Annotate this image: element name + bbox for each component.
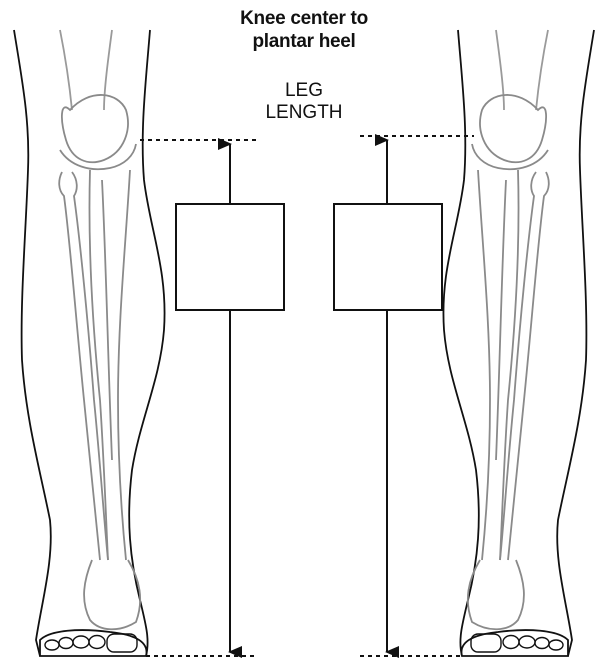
right-leg-illustration [443,30,594,656]
title-line-2: plantar heel [204,31,404,53]
left-leg-illustration [14,30,165,656]
measure-label-line-2: LENGTH [224,102,384,124]
measure-label-line-1: LEG [224,80,384,102]
right-tibia [478,170,519,560]
right-leg-outline-outer [557,30,594,656]
right-fibula [500,172,549,560]
title-line-1: Knee center to [204,8,404,30]
left-measurement-box[interactable] [176,204,284,310]
right-ankle [468,560,524,629]
left-tibia-plateau [60,144,136,169]
right-leg-outline-inner [443,30,478,656]
left-tibia [89,170,130,560]
right-tibia-plateau [472,144,548,169]
left-ankle [84,560,140,629]
left-leg-outline-inner [129,30,164,656]
left-leg-outline-outer [14,30,51,656]
left-fibula [59,172,108,560]
right-measurement-box[interactable] [334,204,442,310]
